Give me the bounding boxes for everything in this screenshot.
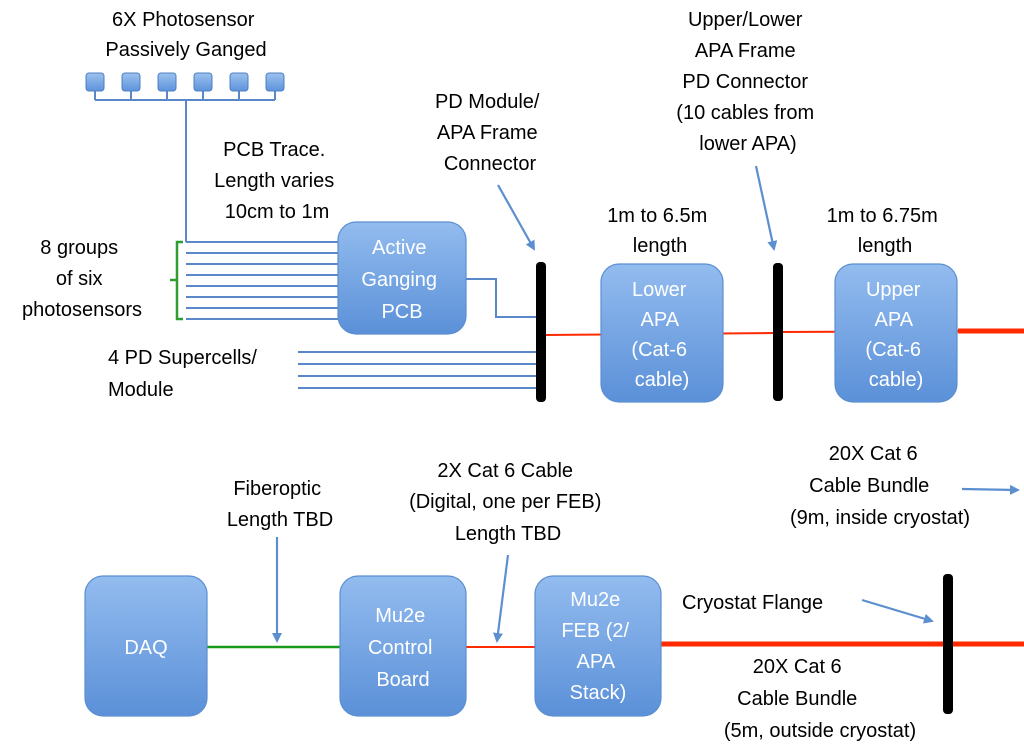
upper-length-label: 1m to 6.75m length — [827, 205, 944, 257]
active-ganging-pcb-box: Active Ganging PCB — [337, 221, 467, 335]
svg-text:Mu2e Control Board: Mu2e Control Board — [368, 605, 438, 691]
upper-lower-connector-arrow — [754, 165, 778, 251]
cryostat-flange — [943, 574, 953, 714]
upper-lower-connector-label: Upper/Lower APA Frame PD Connector (10 c… — [676, 9, 819, 155]
svg-text:Mu2e FEB (2/ APA: Mu2e FEB (2/ APA Stack) — [561, 589, 634, 704]
bundle-outside-label: 20X Cat 6 Cable Bundle (5m, outside cryo… — [724, 656, 916, 742]
cat6-cable-arrow — [493, 554, 510, 643]
photosensor-4 — [193, 72, 213, 100]
fiberoptic-label: Fiberoptic Length TBD — [227, 478, 333, 531]
bundle-inside-arrow — [961, 484, 1020, 495]
cryostat-flange-label: Cryostat Flange — [682, 592, 823, 614]
daq-box: DAQ — [84, 575, 208, 717]
lower-length-label: 1m to 6.5m length — [607, 205, 713, 257]
bundle-inside-label: 20X Cat 6 Cable Bundle (9m, inside cryos… — [790, 443, 970, 529]
svg-text:Upper APA (Cat-6: Upper APA (Cat-6 cable) — [865, 279, 926, 391]
photosensor-6 — [265, 72, 285, 100]
pd-connector-arrow — [497, 184, 535, 251]
svg-text:DAQ: DAQ — [124, 637, 167, 659]
group-trace-lines — [186, 241, 338, 320]
supercell-lines — [298, 351, 540, 389]
svg-text:Active Ganging PCB: Active Ganging PCB — [361, 237, 442, 323]
photosensor-array — [85, 72, 285, 242]
svg-text:Lower APA (Cat-6: Lower APA (Cat-6 cable) — [631, 279, 692, 391]
groups-label: 8 groups of six photosensors — [22, 237, 142, 321]
upper-lower-apa-connector — [773, 263, 783, 401]
cryostat-flange-arrow — [861, 598, 934, 624]
pcb-trace-label: PCB Trace. Length varies 10cm to 1m — [214, 139, 340, 223]
mu2e-control-board-box: Mu2e Control Board — [339, 575, 467, 717]
photosensor-3 — [157, 72, 177, 100]
photosensor-2 — [121, 72, 141, 100]
pcb-output-line — [466, 278, 540, 318]
supercells-label: 4 PD Supercells/ Module — [108, 347, 263, 401]
upper-apa-box: Upper APA (Cat-6 cable) — [834, 263, 958, 403]
group-bracket — [170, 240, 183, 321]
cat6-cable-label: 2X Cat 6 Cable (Digital, one per FEB) Le… — [409, 460, 607, 545]
pd-module-connector — [536, 262, 546, 402]
photosensor-1 — [85, 72, 105, 100]
lower-apa-box: Lower APA (Cat-6 cable) — [600, 263, 724, 403]
pd-connector-label: PD Module/ APA Frame Connector — [435, 91, 545, 175]
mu2e-feb-box: Mu2e FEB (2/ APA Stack) — [534, 575, 662, 717]
photosensor-5 — [229, 72, 249, 100]
photosensor-label: 6X Photosensor Passively Ganged — [105, 9, 266, 61]
